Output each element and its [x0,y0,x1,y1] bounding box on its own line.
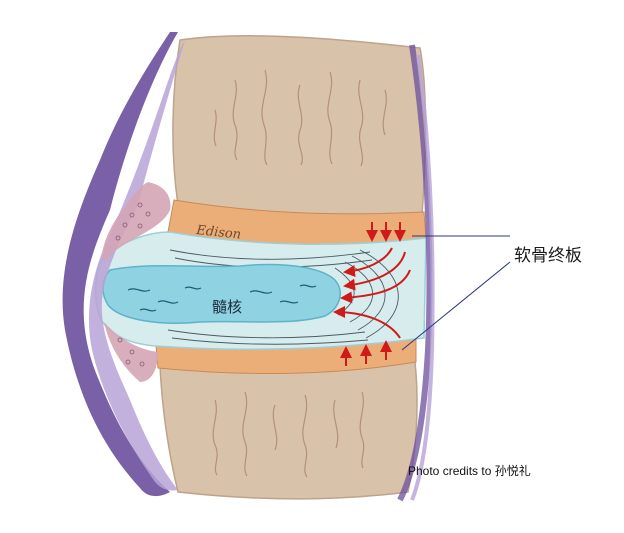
epidural-tissue [102,182,171,262]
nucleus-label: 髓核 [212,298,242,316]
arrow-left-icon [340,269,411,304]
ligament-inner [88,40,185,491]
arrow-left-icon [333,306,401,339]
right-ligament [397,44,433,502]
right-ligament-inner [410,54,435,501]
epidural-tissue-lower [104,322,158,382]
arrow-left-icon [343,251,406,291]
upper-vertebra-texture [213,69,387,167]
arrows-up-lower [340,340,392,366]
upper-vertebra [172,35,427,219]
endplate-label: 软骨终板 [514,246,582,266]
leader-lines [401,235,511,351]
photo-credit: Photo credits to 孙悦礼 [408,463,531,478]
artist-signature: Edison [195,223,242,243]
arrows-into-disc [333,247,411,339]
nucleus-squiggles [127,284,317,312]
lower-vertebra-texture [212,391,365,478]
ligament-outer [62,32,178,497]
tissue-dots [115,202,151,367]
arrow-left-icon [343,247,393,277]
arrows-down-upper [366,222,406,242]
nucleus-pulposus [102,263,341,324]
lower-vertebra [159,361,418,500]
